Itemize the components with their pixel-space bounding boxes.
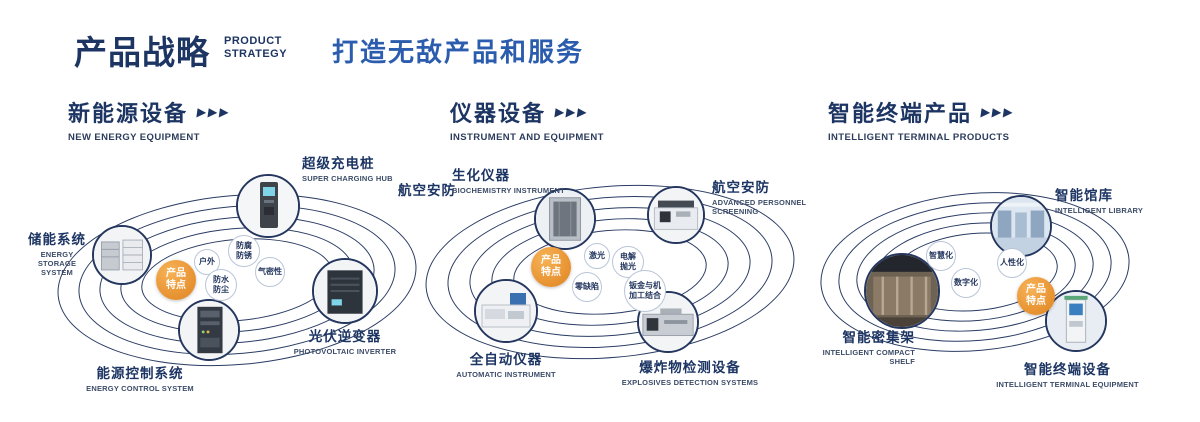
product-name-english: ENERGY CONTROL SYSTEM xyxy=(86,384,194,393)
page-title-english-line1: PRODUCT xyxy=(224,35,282,47)
page-title-english-line2: STRATEGY xyxy=(224,48,288,61)
product-label-energy-control: 能源控制系统 ENERGY CONTROL SYSTEM xyxy=(75,362,205,393)
product-name: 智能终端设备 xyxy=(1024,362,1111,377)
product-features-badge: 产品特点 xyxy=(531,247,571,287)
product-label-intelligent-compact-shelf: 智能密集架 INTELLIGENT COMPACT SHELF xyxy=(800,326,915,366)
energy-storage-image xyxy=(94,227,150,283)
section-title: 智能终端产品 xyxy=(828,101,973,126)
personnel-screening-image xyxy=(649,188,703,242)
product-name-english: INTELLIGENT TERMINAL EQUIPMENT xyxy=(996,380,1139,389)
page-tagline: 打造无敌产品和服务 xyxy=(332,37,585,67)
product-features-badge: 产品特点 xyxy=(1017,277,1055,315)
section-title: 仪器设备 xyxy=(450,101,547,126)
product-name: 光伏逆变器 xyxy=(308,329,382,344)
product-name-english: ADVANCED PERSONNEL SCREENING xyxy=(712,198,807,216)
product-label-intelligent-library: 智能馆库 INTELLIGENT LIBRARY xyxy=(1055,184,1165,215)
product-label-biochemistry-instrument: 生化仪器 BIOCHEMISTRY INSTRUMENT xyxy=(452,164,577,195)
feature-bubble-anticorrosion: 防腐防锈 xyxy=(228,235,260,267)
intelligent-library-image xyxy=(992,197,1050,255)
product-name-english: SUPER CHARGING HUB xyxy=(302,174,393,183)
product-circle-super-charging-hub xyxy=(236,174,300,238)
product-name: 爆炸物检测设备 xyxy=(639,360,741,375)
product-label-automatic-instrument: 全自动仪器 AUTOMATIC INSTRUMENT xyxy=(446,348,566,379)
product-circle-energy-storage xyxy=(92,225,152,285)
product-circle-energy-control xyxy=(178,299,240,361)
product-name: 全自动仪器 xyxy=(469,352,543,367)
product-name: 储能系统 xyxy=(28,232,86,247)
feature-bubble-outdoor: 户外 xyxy=(194,249,220,275)
product-name-english: INTELLIGENT COMPACT SHELF xyxy=(822,348,915,366)
product-name: 生化仪器 xyxy=(452,168,510,183)
feature-bubble-digitalization: 数字化 xyxy=(951,268,981,298)
product-circle-automatic-instrument xyxy=(474,279,538,343)
product-name: 智能密集架 xyxy=(842,330,915,345)
side-label-aviation-security: 航空安防 xyxy=(398,183,456,198)
product-name-english: BIOCHEMISTRY INSTRUMENT xyxy=(452,186,565,195)
photovoltaic-inverter-image xyxy=(314,260,376,322)
feature-bubble-zero-defect: 零缺陷 xyxy=(572,272,602,302)
feature-bubble-airtightness: 气密性 xyxy=(255,257,285,287)
section-title: 新能源设备 xyxy=(68,101,189,126)
feature-bubble-intelligentization: 智慧化 xyxy=(926,241,956,271)
triple-arrow-icon: ▶▶▶ xyxy=(980,105,1016,119)
section-head-instrument: 仪器设备 ▶▶▶ INSTRUMENT AND EQUIPMENT xyxy=(450,96,604,143)
page-title-english: PRODUCT STRATEGY xyxy=(224,35,287,61)
section-subtitle: INTELLIGENT TERMINAL PRODUCTS xyxy=(828,132,1010,143)
feature-bubble-sheet-metal-machining: 钣金与机加工结合 xyxy=(624,270,666,312)
super-charging-hub-image xyxy=(238,176,298,236)
product-circle-intelligent-library xyxy=(990,195,1052,257)
product-name-english: AUTOMATIC INSTRUMENT xyxy=(456,370,556,379)
triple-arrow-icon: ▶▶▶ xyxy=(554,105,590,119)
product-name-english: ENERGY STORAGE SYSTEM xyxy=(37,250,77,277)
intelligent-compact-shelf-image xyxy=(866,255,938,327)
product-circle-biochemistry-instrument xyxy=(534,188,596,250)
explosives-detection-image xyxy=(639,293,697,351)
product-name: 能源控制系统 xyxy=(96,366,184,381)
product-label-super-charging-hub: 超级充电桩 SUPER CHARGING HUB xyxy=(302,152,422,183)
biochemistry-instrument-image xyxy=(536,190,594,248)
section-subtitle: INSTRUMENT AND EQUIPMENT xyxy=(450,132,604,143)
energy-control-image xyxy=(180,301,238,359)
product-circle-personnel-screening xyxy=(647,186,705,244)
feature-bubble-humanization: 人性化 xyxy=(997,248,1027,278)
product-circle-explosives-detection xyxy=(637,291,699,353)
product-name-english: INTELLIGENT LIBRARY xyxy=(1055,206,1144,215)
product-name: 超级充电桩 xyxy=(302,156,375,171)
product-label-intelligent-terminal-equipment: 智能终端设备 INTELLIGENT TERMINAL EQUIPMENT xyxy=(985,358,1150,389)
product-name-english: PHOTOVOLTAIC INVERTER xyxy=(293,347,397,356)
feature-bubble-waterproof: 防水防尘 xyxy=(205,269,237,301)
triple-arrow-icon: ▶▶▶ xyxy=(196,105,232,119)
page-title: 产品战略 xyxy=(74,34,210,71)
product-circle-intelligent-compact-shelf xyxy=(864,253,940,329)
product-circle-intelligent-terminal-equipment xyxy=(1045,290,1107,352)
product-name-english: EXPLOSIVES DETECTION SYSTEMS xyxy=(621,378,759,387)
product-label-explosives-detection: 爆炸物检测设备 EXPLOSIVES DETECTION SYSTEMS xyxy=(610,356,770,387)
section-head-new-energy: 新能源设备 ▶▶▶ NEW ENERGY EQUIPMENT xyxy=(68,96,232,143)
product-circle-photovoltaic-inverter xyxy=(312,258,378,324)
section-subtitle: NEW ENERGY EQUIPMENT xyxy=(68,132,200,143)
feature-bubble-laser: 激光 xyxy=(584,243,610,269)
section-head-intelligent-terminal: 智能终端产品 ▶▶▶ INTELLIGENT TERMINAL PRODUCTS xyxy=(828,96,1016,143)
product-label-personnel-screening: 航空安防 ADVANCED PERSONNEL SCREENING xyxy=(712,176,822,216)
product-name: 智能馆库 xyxy=(1055,188,1113,203)
product-name: 航空安防 xyxy=(712,180,770,195)
product-features-badge: 产品特点 xyxy=(156,260,196,300)
product-label-energy-storage: 储能系统 ENERGY STORAGE SYSTEM xyxy=(24,228,90,277)
automatic-instrument-image xyxy=(476,281,536,341)
product-label-photovoltaic-inverter: 光伏逆变器 PHOTOVOLTAIC INVERTER xyxy=(285,325,405,356)
intelligent-terminal-equipment-image xyxy=(1047,292,1105,350)
